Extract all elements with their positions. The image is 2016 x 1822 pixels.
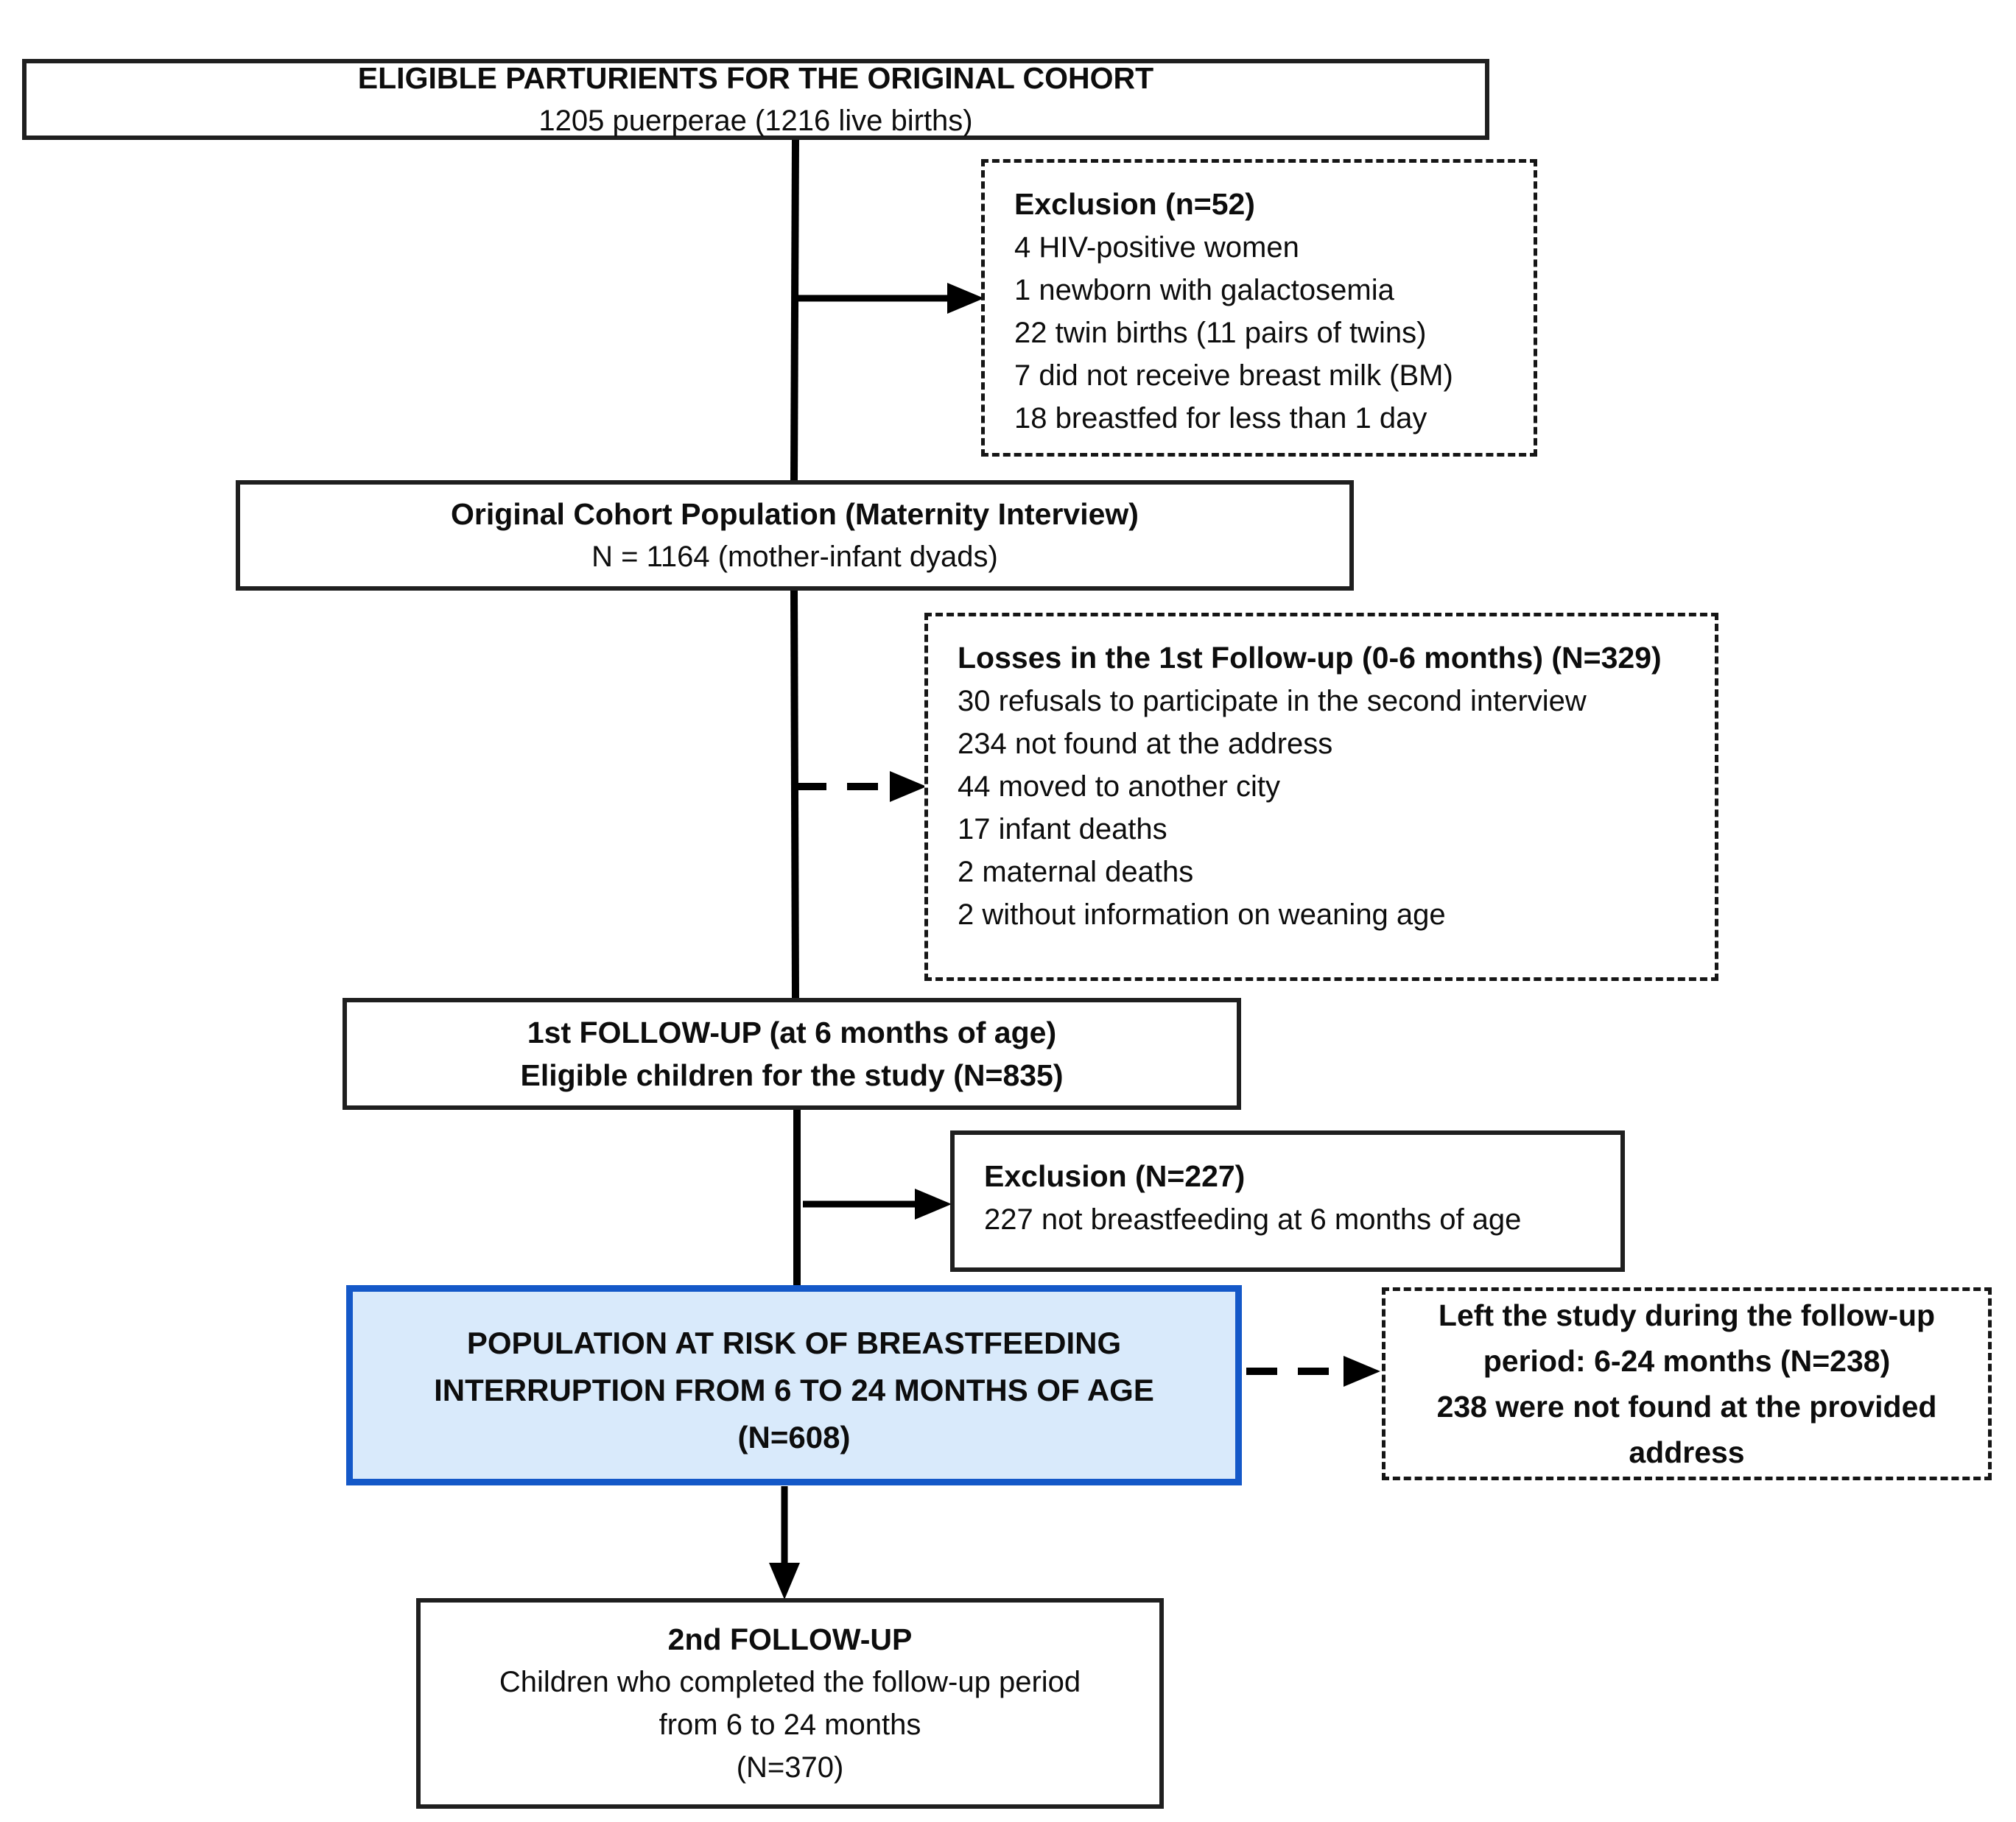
box-original-cohort: Original Cohort Population (Maternity In… (236, 480, 1354, 591)
risk-n: (N=608) (737, 1420, 851, 1455)
risk-title: POPULATION AT RISK OF BREASTFEEDING INTE… (434, 1326, 1154, 1407)
exclusion1-item: 4 HIV-positive women (1014, 231, 1299, 264)
box-second-followup: 2nd FOLLOW-UP Children who completed the… (416, 1598, 1164, 1809)
spine-segment-1 (790, 138, 799, 482)
exclusion2-item: 227 not breastfeeding at 6 months of age (984, 1203, 1522, 1236)
box-losses-first-followup: Losses in the 1st Follow-up (0-6 months)… (924, 613, 1718, 981)
followup1-subtitle: Eligible children for the study (N=835) (520, 1058, 1064, 1092)
followup2-title: 2nd FOLLOW-UP (667, 1622, 913, 1656)
box-first-followup: 1st FOLLOW-UP (at 6 months of age) Eligi… (343, 998, 1241, 1110)
box-exclusion-n52: Exclusion (n=52) 4 HIV-positive women 1 … (981, 159, 1537, 457)
box-left-study: Left the study during the follow-up peri… (1382, 1287, 1992, 1480)
exclusion1-title: Exclusion (n=52) (1014, 187, 1255, 221)
spine-segment-2 (790, 588, 799, 1000)
exclusion1-item: 7 did not receive breast milk (BM) (1014, 359, 1453, 392)
box-eligible-subtitle: 1205 puerperae (1216 live births) (538, 105, 973, 137)
losses-item: 2 without information on weaning age (958, 898, 1446, 931)
followup2-line: from 6 to 24 months (658, 1709, 921, 1741)
box-eligible-parturients: ELIGIBLE PARTURIENTS FOR THE ORIGINAL CO… (22, 59, 1489, 140)
left-study-title: Left the study during the follow-up peri… (1438, 1298, 1936, 1378)
losses-item: 2 maternal deaths (958, 856, 1194, 888)
exclusion2-title: Exclusion (N=227) (984, 1159, 1246, 1193)
followup2-line: Children who completed the follow-up per… (499, 1666, 1081, 1698)
losses-item: 234 not found at the address (958, 728, 1333, 760)
cohort-title: Original Cohort Population (Maternity In… (451, 497, 1139, 531)
exclusion1-item: 18 breastfed for less than 1 day (1014, 402, 1427, 435)
losses-item: 30 refusals to participate in the second… (958, 685, 1587, 717)
exclusion1-item: 22 twin births (11 pairs of twins) (1014, 317, 1427, 349)
losses-title: Losses in the 1st Follow-up (0-6 months)… (958, 641, 1662, 675)
box-exclusion-n227: Exclusion (N=227) 227 not breastfeeding … (950, 1130, 1625, 1272)
box-population-at-risk: POPULATION AT RISK OF BREASTFEEDING INTE… (346, 1285, 1242, 1485)
box-eligible-title: ELIGIBLE PARTURIENTS FOR THE ORIGINAL CO… (357, 61, 1154, 95)
followup1-title: 1st FOLLOW-UP (at 6 months of age) (527, 1016, 1057, 1049)
exclusion1-item: 1 newborn with galactosemia (1014, 274, 1394, 306)
cohort-subtitle: N = 1164 (mother-infant dyads) (591, 541, 998, 573)
losses-item: 44 moved to another city (958, 770, 1281, 803)
left-study-detail: 238 were not found at the provided addre… (1436, 1390, 1937, 1469)
losses-item: 17 infant deaths (958, 813, 1167, 845)
followup2-line: (N=370) (736, 1751, 844, 1784)
